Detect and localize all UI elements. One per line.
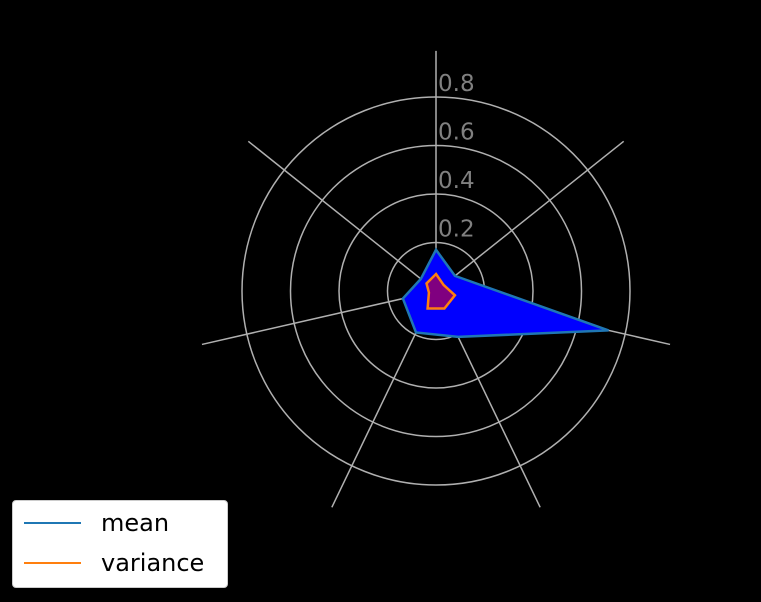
radial-tick-label: 0.2 (438, 217, 475, 243)
series-mean (401, 247, 610, 339)
series-variance (425, 272, 457, 310)
radar-series (401, 247, 610, 339)
radial-tick-label: 0.4 (438, 168, 475, 194)
radial-tick-label: 0.8 (438, 71, 475, 97)
legend-label-mean: mean (101, 509, 170, 537)
axis-spoke (201, 290, 437, 346)
legend-line-variance-icon (24, 562, 81, 564)
legend: mean variance (12, 500, 228, 588)
radial-tick-label: 0.6 (438, 120, 475, 146)
legend-label-variance: variance (101, 549, 205, 577)
legend-line-mean-icon (24, 522, 81, 524)
legend-item-variance: variance (13, 543, 227, 583)
legend-item-mean: mean (13, 503, 227, 543)
axis-spoke (435, 140, 625, 292)
radial-tick-labels: 0.2 0.4 0.6 0.8 (438, 71, 475, 243)
axis-spoke (247, 140, 437, 292)
